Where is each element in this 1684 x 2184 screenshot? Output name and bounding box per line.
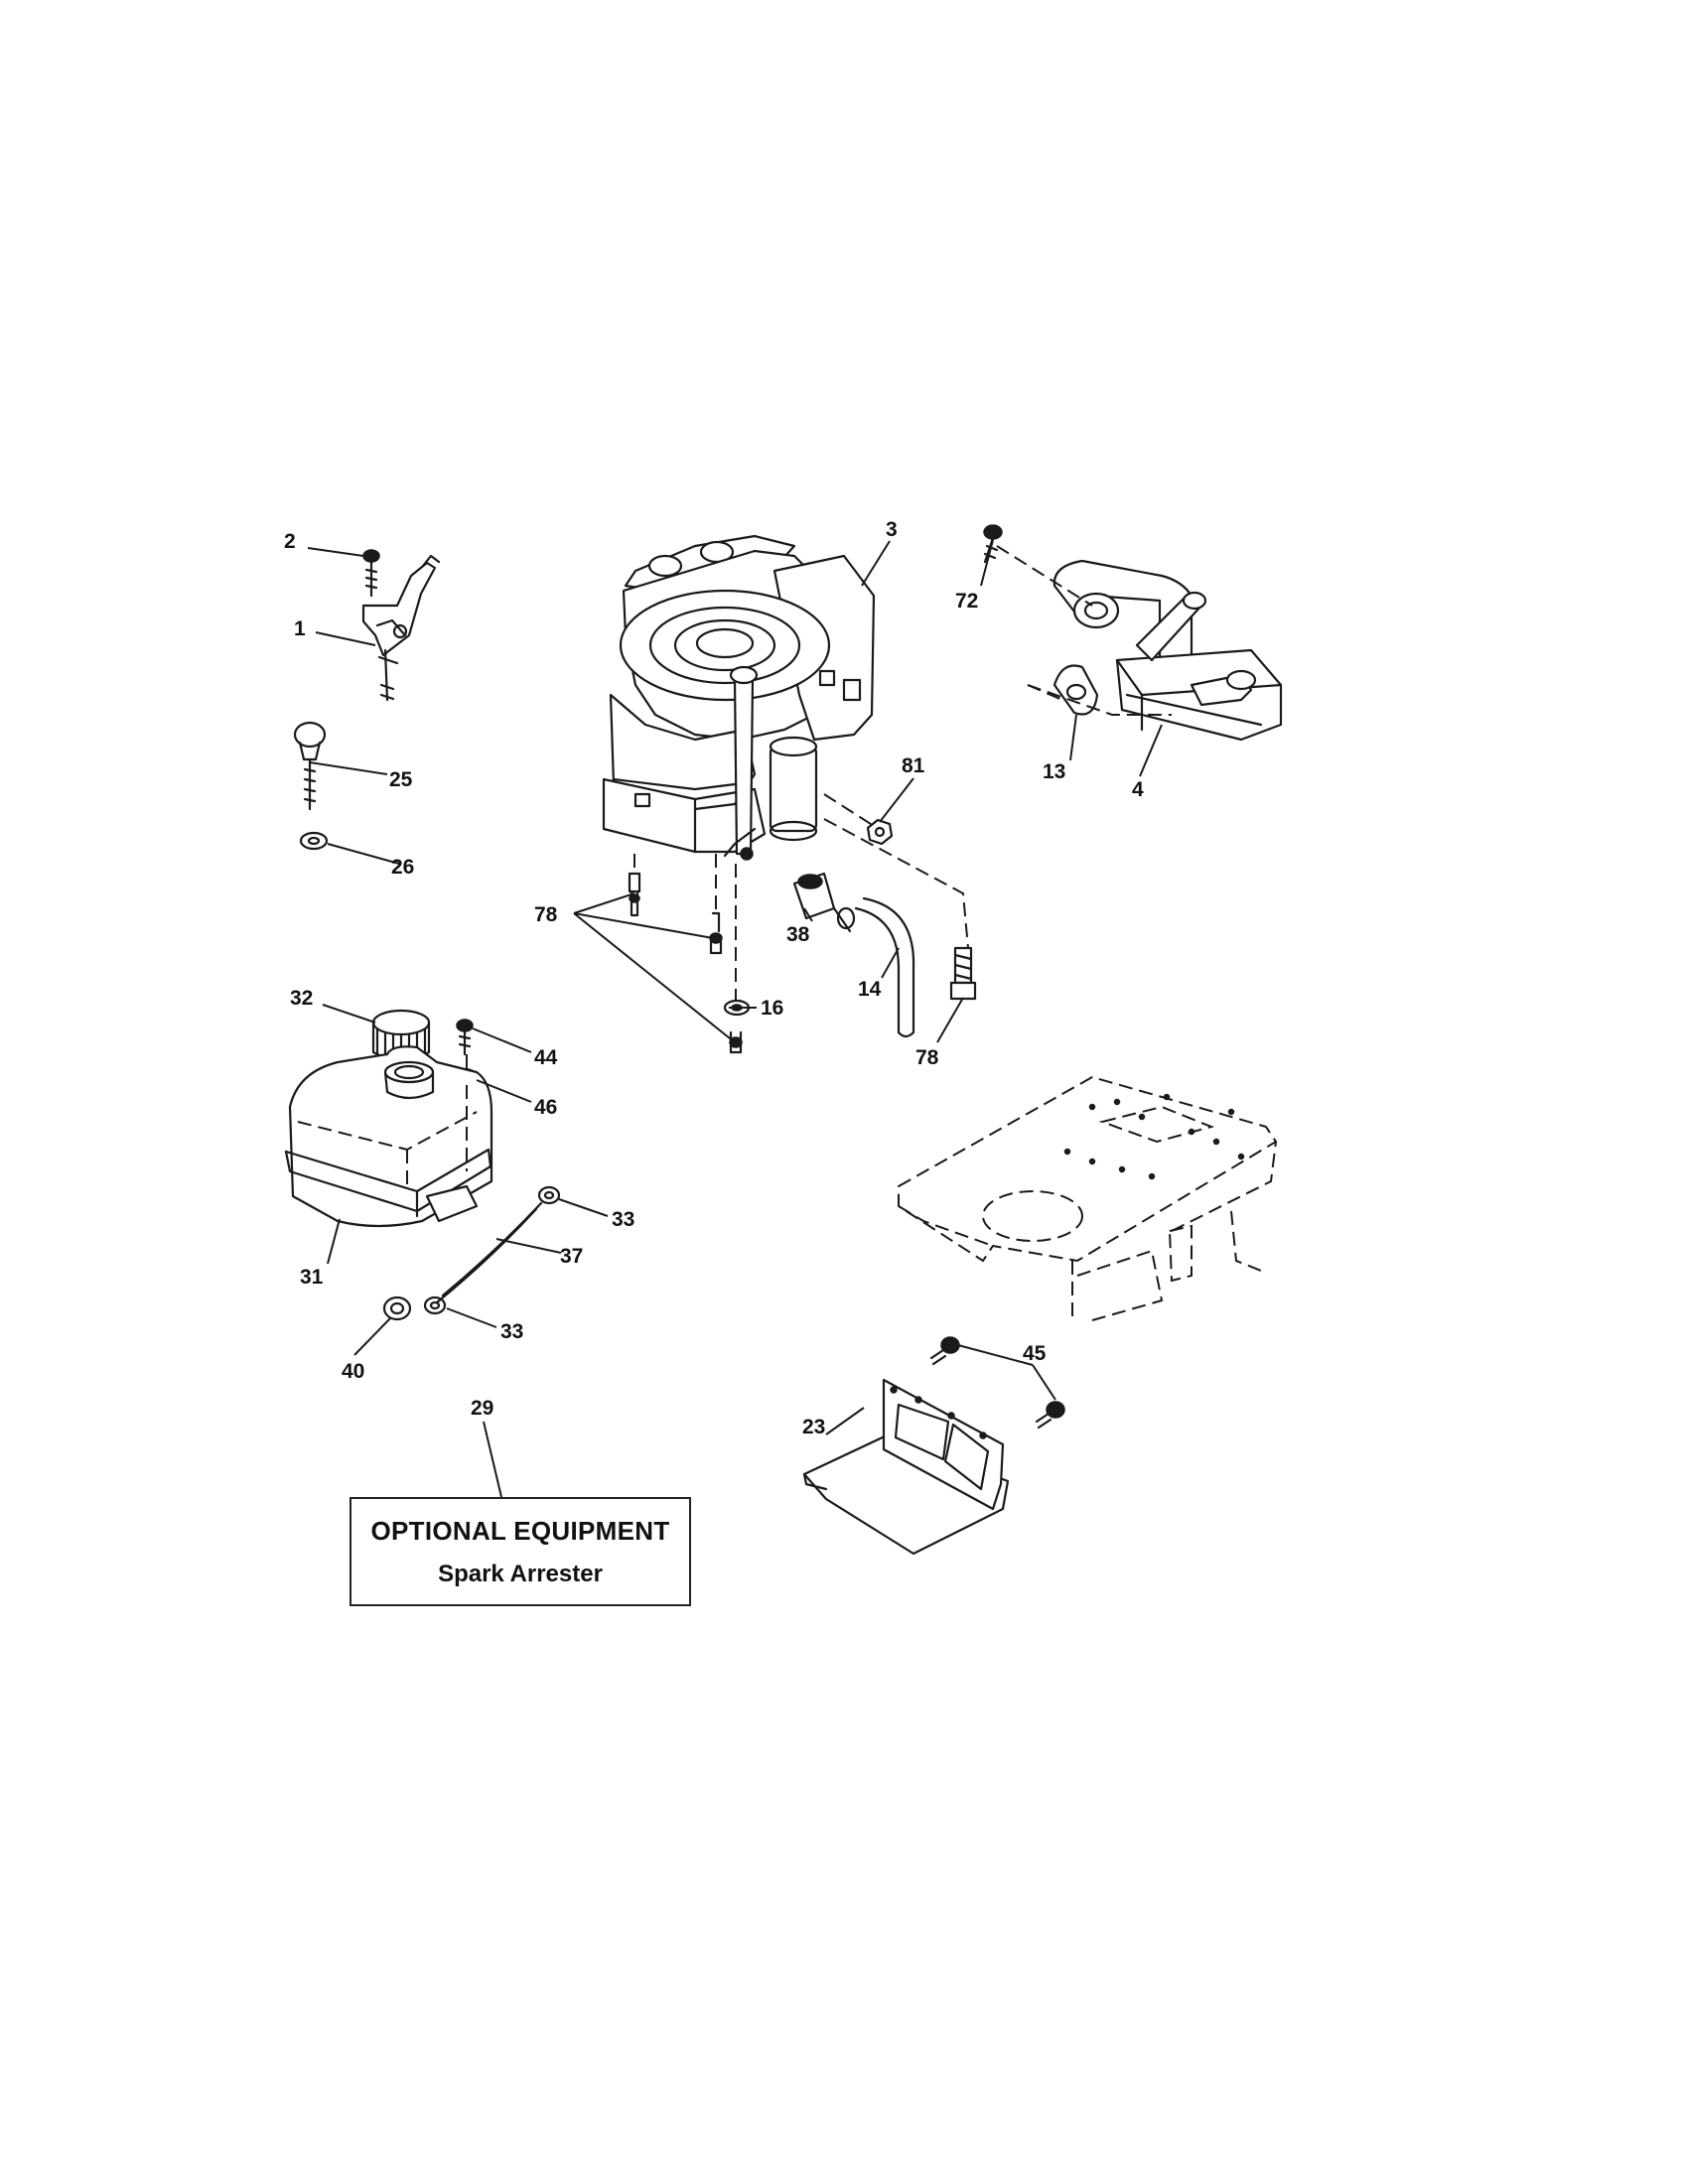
optional-equipment-box: OPTIONAL EQUIPMENT Spark Arrester [350,1497,691,1606]
callout-72: 72 [955,590,978,613]
callout-78-right: 78 [915,1046,939,1069]
callout-81: 81 [902,754,925,777]
callout-38: 38 [786,923,810,946]
callout-40: 40 [342,1360,364,1383]
callout-2: 2 [284,530,296,553]
callout-33-top: 33 [612,1208,634,1231]
nut-81 [866,818,894,846]
nut-26 [299,831,329,851]
callout-32: 32 [290,987,313,1010]
callout-labels: 2 1 3 72 13 4 81 25 26 78 38 14 16 78 32… [284,518,1144,1438]
frame-plate [898,1075,1278,1321]
fuel-line-14 [854,896,915,1038]
bolt-78-left [628,872,641,917]
callout-29: 29 [471,1397,493,1420]
callout-16: 16 [761,997,783,1020]
callout-37: 37 [560,1245,583,1268]
clamp-33-top [537,1185,561,1205]
screw-2 [362,549,380,598]
engine-3 [602,534,876,861]
callout-44: 44 [534,1046,558,1069]
callout-3: 3 [886,518,898,541]
fuel-hose-37 [435,1201,543,1304]
throttle-control-bracket [361,554,441,702]
callout-23: 23 [802,1416,825,1438]
gasket-13 [1052,664,1099,716]
screw-44 [456,1019,474,1056]
callout-14: 14 [858,978,882,1001]
callout-46: 46 [534,1096,557,1119]
muffler-4 [1115,591,1283,742]
callout-25: 25 [389,768,413,791]
callout-33-bottom: 33 [500,1320,523,1343]
bolt-45-lower [1035,1401,1065,1430]
callout-1: 1 [294,617,306,640]
optional-equipment-title: OPTIONAL EQUIPMENT [370,1515,670,1546]
fuel-tank-31 [284,1045,493,1228]
grommet-40 [382,1296,412,1321]
callout-26: 26 [391,856,414,879]
knob-25 [293,721,327,811]
fuel-filter-38 [792,872,856,933]
callout-31: 31 [300,1266,324,1289]
callout-13: 13 [1043,760,1065,783]
alignment-lines [466,545,1172,1171]
bolt-78-right [949,946,977,1001]
bolt-78-low [729,1030,743,1054]
spark-arrester-label: Spark Arrester [438,1560,603,1587]
bolt-45-upper [929,1336,960,1366]
callout-78-left: 78 [534,903,558,926]
callout-45: 45 [1023,1342,1047,1365]
heat-shield-23 [802,1378,1010,1556]
callout-4: 4 [1132,778,1144,801]
clamp-33-bottom [423,1296,447,1315]
leader-lines [307,539,1163,1498]
bolt-78-mid [709,911,723,955]
